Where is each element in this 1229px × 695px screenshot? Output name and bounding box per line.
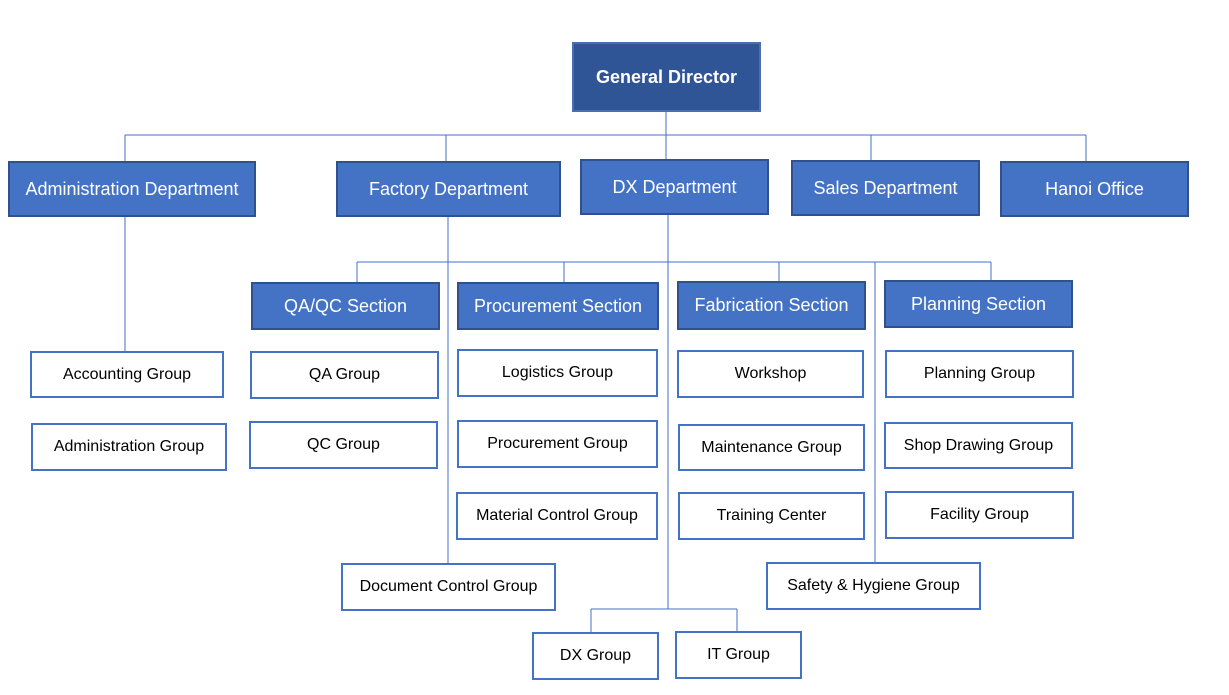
dx-department-box: DX Department — [580, 159, 769, 215]
general-director-box: General Director — [572, 42, 761, 112]
training-center-label: Training Center — [716, 507, 827, 524]
shop-drawing-group-box: Shop Drawing Group — [884, 422, 1073, 469]
shop-drawing-group-label: Shop Drawing Group — [903, 436, 1054, 454]
facility-group-label: Facility Group — [930, 506, 1029, 523]
procurement-section-label: Procurement Section — [473, 295, 643, 316]
qa-group-label: QA Group — [308, 366, 381, 383]
training-center-box: Training Center — [678, 492, 865, 540]
dx-department-label: DX Department — [612, 176, 737, 197]
sales-department-label: Sales Department — [813, 177, 958, 198]
qaqc-section-label: QA/QC Section — [283, 295, 408, 316]
fabrication-section-label: Fabrication Section — [694, 295, 849, 315]
maintenance-group-label: Maintenance Group — [701, 438, 842, 456]
accounting-group-label: Accounting Group — [62, 365, 192, 383]
general-director-label: General Director — [595, 66, 738, 87]
maintenance-group-box: Maintenance Group — [678, 424, 865, 471]
facility-group-box: Facility Group — [885, 491, 1074, 539]
procurement-group-label: Procurement Group — [487, 435, 628, 452]
safety-hygiene-group-box: Safety & Hygiene Group — [766, 562, 981, 610]
document-control-group-label: Document Control Group — [359, 578, 538, 595]
planning-section-box: Planning Section — [884, 280, 1073, 328]
material-control-group-label: Material Control Group — [476, 507, 638, 524]
planning-group-label: Planning Group — [923, 365, 1036, 382]
administration-group-label: Administration Group — [53, 438, 205, 455]
document-control-group-box: Document Control Group — [341, 563, 556, 611]
material-control-group-box: Material Control Group — [456, 492, 658, 540]
workshop-box: Workshop — [677, 350, 864, 398]
procurement-group-box: Procurement Group — [457, 420, 658, 468]
qa-group-box: QA Group — [250, 351, 439, 399]
it-group-box: IT Group — [675, 631, 802, 679]
procurement-section-box: Procurement Section — [457, 282, 659, 330]
administration-department-label: Administration Department — [25, 178, 239, 199]
hanoi-office-label: Hanoi Office — [1045, 178, 1144, 199]
factory-department-label: Factory Department — [368, 178, 529, 199]
fabrication-section-box: Fabrication Section — [677, 281, 866, 330]
it-group-label: IT Group — [707, 646, 770, 663]
administration-department-box: Administration Department — [8, 161, 256, 217]
safety-hygiene-group-label: Safety & Hygiene Group — [787, 577, 960, 594]
logistics-group-label: Logistics Group — [501, 364, 614, 381]
dx-group-box: DX Group — [532, 632, 659, 680]
factory-department-box: Factory Department — [336, 161, 561, 217]
planning-group-box: Planning Group — [885, 350, 1074, 398]
hanoi-office-box: Hanoi Office — [1000, 161, 1189, 217]
logistics-group-box: Logistics Group — [457, 349, 658, 397]
accounting-group-box: Accounting Group — [30, 351, 224, 398]
workshop-label: Workshop — [734, 365, 807, 382]
qc-group-label: QC Group — [307, 436, 380, 453]
qaqc-section-box: QA/QC Section — [251, 282, 440, 330]
qc-group-box: QC Group — [249, 421, 438, 469]
administration-group-box: Administration Group — [31, 423, 227, 471]
planning-section-label: Planning Section — [910, 293, 1047, 314]
sales-department-box: Sales Department — [791, 160, 980, 216]
dx-group-label: DX Group — [559, 647, 632, 664]
